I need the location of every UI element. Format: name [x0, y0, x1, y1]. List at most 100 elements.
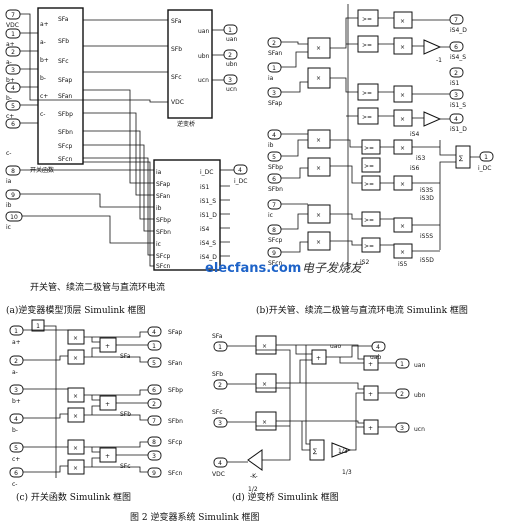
current-calc-block: ia SFap SFan ib SFbp SFbn ic SFcp SFcn i…	[153, 159, 221, 271]
svg-text:×: ×	[316, 45, 321, 52]
svg-text:3: 3	[11, 67, 15, 74]
panel-a-input-port: 6 c-	[5, 118, 21, 157]
svg-text:2: 2	[14, 358, 18, 365]
svg-text:c+: c+	[6, 113, 14, 120]
svg-text:1: 1	[14, 328, 18, 335]
svg-text:SFan: SFan	[156, 193, 170, 200]
svg-text:2: 2	[454, 70, 458, 77]
svg-text:iS1_D: iS1_D	[450, 126, 467, 133]
svg-text:ucn: ucn	[198, 77, 209, 84]
svg-text:>=: >=	[364, 181, 374, 188]
svg-text:SFc: SFc	[58, 58, 69, 65]
svg-text:SFcp: SFcp	[156, 253, 171, 260]
svg-text:iS1: iS1	[450, 80, 459, 87]
switch-function-block: a+ a- b+ b- c+ c- SFa SFb SFc SFap SFan …	[30, 7, 84, 174]
svg-text:4: 4	[218, 460, 222, 467]
svg-text:×: ×	[73, 335, 78, 342]
svg-text:1: 1	[36, 323, 40, 330]
svg-text:×: ×	[400, 18, 405, 25]
svg-text:2: 2	[272, 40, 276, 47]
panel-a-input-port: 10 ic	[5, 211, 23, 231]
svg-text:SFb: SFb	[212, 371, 223, 378]
svg-text:SFan: SFan	[268, 50, 282, 57]
svg-text:×: ×	[400, 44, 405, 51]
svg-text:1/2: 1/2	[248, 486, 258, 493]
svg-text:iS6: iS6	[410, 165, 419, 172]
svg-text:4: 4	[14, 416, 18, 423]
svg-text:ib: ib	[268, 142, 274, 149]
panel-a-inputs: 7 VDC 1 a+ 2 a- 3 b+ 4 b-	[5, 9, 23, 231]
panel-d-blocks: × × × -K- 1/2 + ∑ 1/3 1/3 + + +	[247, 335, 379, 493]
svg-text:SFcp: SFcp	[168, 439, 183, 446]
svg-text:SFbp: SFbp	[156, 217, 171, 224]
svg-text:b+: b+	[6, 77, 15, 84]
panel-a-input-port: 1 a+	[5, 28, 21, 48]
svg-text:VDC: VDC	[6, 22, 19, 29]
svg-text:9: 9	[152, 470, 156, 477]
svg-text:6: 6	[454, 44, 458, 51]
svg-text:SFcn: SFcn	[168, 470, 183, 477]
svg-text:2: 2	[152, 401, 156, 408]
panel-c-constant: 1	[31, 319, 45, 332]
svg-text:>=: >=	[364, 163, 374, 170]
svg-text:4: 4	[11, 85, 15, 92]
svg-text:SFap: SFap	[268, 100, 282, 107]
svg-text:c-: c-	[12, 481, 17, 488]
svg-text:6: 6	[14, 470, 18, 477]
svg-text:c+: c+	[40, 93, 48, 100]
svg-text:>=: >=	[362, 42, 372, 49]
svg-text:iS4: iS4	[200, 226, 209, 233]
panel-a-bridge-outputs: 1 uan 2 ubn 3 ucn	[212, 24, 238, 93]
panel-b-blocks: × × >= >= × × -1 >= >= × × × × >= >= × ×…	[307, 9, 471, 259]
svg-text:ic: ic	[156, 241, 161, 248]
svg-text:a+: a+	[6, 41, 15, 48]
svg-text:×: ×	[400, 145, 405, 152]
svg-text:+: +	[105, 343, 110, 350]
panel-a-input-port: 2 a-	[5, 46, 21, 66]
svg-text:×: ×	[316, 165, 321, 172]
svg-text:×: ×	[73, 393, 78, 400]
svg-text:iS5S: iS5S	[420, 233, 433, 240]
svg-text:5: 5	[272, 154, 276, 161]
svg-text:SFap: SFap	[168, 329, 182, 336]
watermark-site: elecfans.com	[205, 261, 301, 276]
svg-text:iS4: iS4	[410, 131, 419, 138]
svg-text:c-: c-	[6, 150, 11, 157]
panel-c-caption: (c) 开关函数 Simulink 框图	[16, 491, 131, 503]
svg-text:4: 4	[454, 116, 458, 123]
svg-text:+: +	[105, 401, 110, 408]
svg-text:×: ×	[316, 137, 321, 144]
svg-text:ib: ib	[6, 202, 12, 209]
svg-text:1: 1	[218, 344, 222, 351]
svg-text:>=: >=	[364, 217, 374, 224]
svg-text:iS1_S: iS1_S	[450, 102, 466, 109]
svg-text:iS1_D: iS1_D	[200, 212, 217, 219]
inverter-bridge-block: SFa SFb SFc VDC uan ubn ucn 逆变桥	[167, 9, 213, 128]
svg-text:SFa: SFa	[120, 353, 131, 360]
svg-text:逆变桥: 逆变桥	[177, 120, 195, 128]
svg-text:×: ×	[73, 445, 78, 452]
svg-text:SFcp: SFcp	[268, 237, 283, 244]
svg-text:2: 2	[228, 52, 232, 59]
svg-text:uan: uan	[198, 28, 209, 35]
svg-text:1: 1	[228, 27, 232, 34]
svg-text:+: +	[368, 425, 373, 432]
svg-text:5: 5	[11, 103, 15, 110]
svg-text:4: 4	[152, 329, 156, 336]
svg-text:+: +	[368, 391, 373, 398]
svg-text:×: ×	[316, 239, 321, 246]
svg-text:3: 3	[400, 425, 404, 432]
figure-caption: 图 2 逆变器系统 Simulink 框图	[130, 511, 260, 523]
svg-text:a-: a-	[6, 59, 12, 66]
svg-text:iS4_S: iS4_S	[450, 54, 466, 61]
svg-text:uao: uao	[330, 343, 341, 350]
svg-text:>=: >=	[364, 243, 374, 250]
svg-text:×: ×	[262, 381, 267, 388]
svg-text:SFc: SFc	[120, 463, 131, 470]
panel-d-caption: (d) 逆变桥 Simulink 框图	[232, 491, 339, 503]
svg-text:∑: ∑	[459, 155, 463, 162]
svg-text:SFcp: SFcp	[58, 143, 73, 150]
